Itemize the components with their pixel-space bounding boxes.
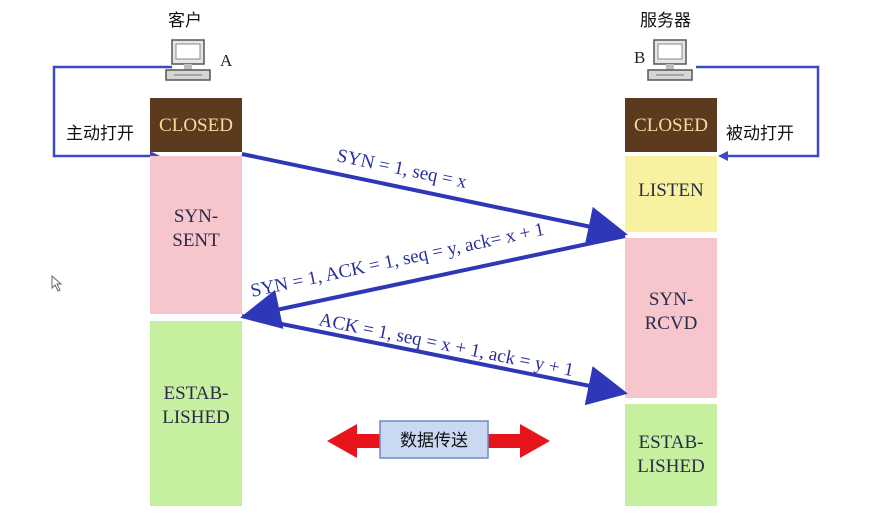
passive-open-bracket: [696, 65, 820, 158]
client-state-syn-sent-label-2: SENT: [172, 230, 220, 251]
server-state-syn-rcvd-label-1: SYN-: [649, 289, 693, 310]
client-state-established: [150, 321, 242, 506]
data-transfer-box: [379, 420, 489, 459]
server-state-established-label-2: LISHED: [637, 456, 705, 477]
syn-arrow: [241, 152, 628, 247]
active-open-bracket: [52, 65, 172, 158]
client-state-established-label-1: ESTAB-: [164, 383, 229, 404]
client-state-closed: [150, 98, 242, 152]
server-title: 服务器: [640, 11, 691, 31]
server-state-syn-rcvd-label-2: RCVD: [645, 313, 698, 334]
server-state-established-label-1: ESTAB-: [639, 432, 704, 453]
server-state-closed: [625, 98, 717, 152]
cursor-icon: [51, 274, 63, 292]
server-state-listen: [625, 156, 717, 232]
data-transfer-label: 数据传送: [400, 431, 468, 451]
client-state-established-label-2: LISHED: [162, 407, 230, 428]
server-letter: B: [634, 48, 645, 67]
syn-ack-arrow: [240, 234, 626, 329]
client-state-closed-label: CLOSED: [159, 115, 233, 136]
server-state-established: [625, 404, 717, 506]
client-state-syn-sent-label-1: SYN-: [174, 206, 218, 227]
client-letter: A: [220, 51, 233, 70]
server-state-syn-rcvd: [625, 238, 717, 398]
server-computer-icon: [647, 39, 693, 81]
client-title: 客户: [168, 11, 202, 31]
ack-arrow: [241, 314, 628, 406]
passive-open-label: 被动打开: [726, 124, 794, 144]
server-state-listen-label: LISTEN: [638, 180, 704, 201]
client-computer-icon: [165, 39, 211, 81]
active-open-label: 主动打开: [66, 124, 134, 144]
client-state-syn-sent: [150, 156, 242, 314]
server-state-closed-label: CLOSED: [634, 115, 708, 136]
ack-message-label: ACK = 1, seq = x + 1, ack = y + 1: [317, 309, 575, 381]
